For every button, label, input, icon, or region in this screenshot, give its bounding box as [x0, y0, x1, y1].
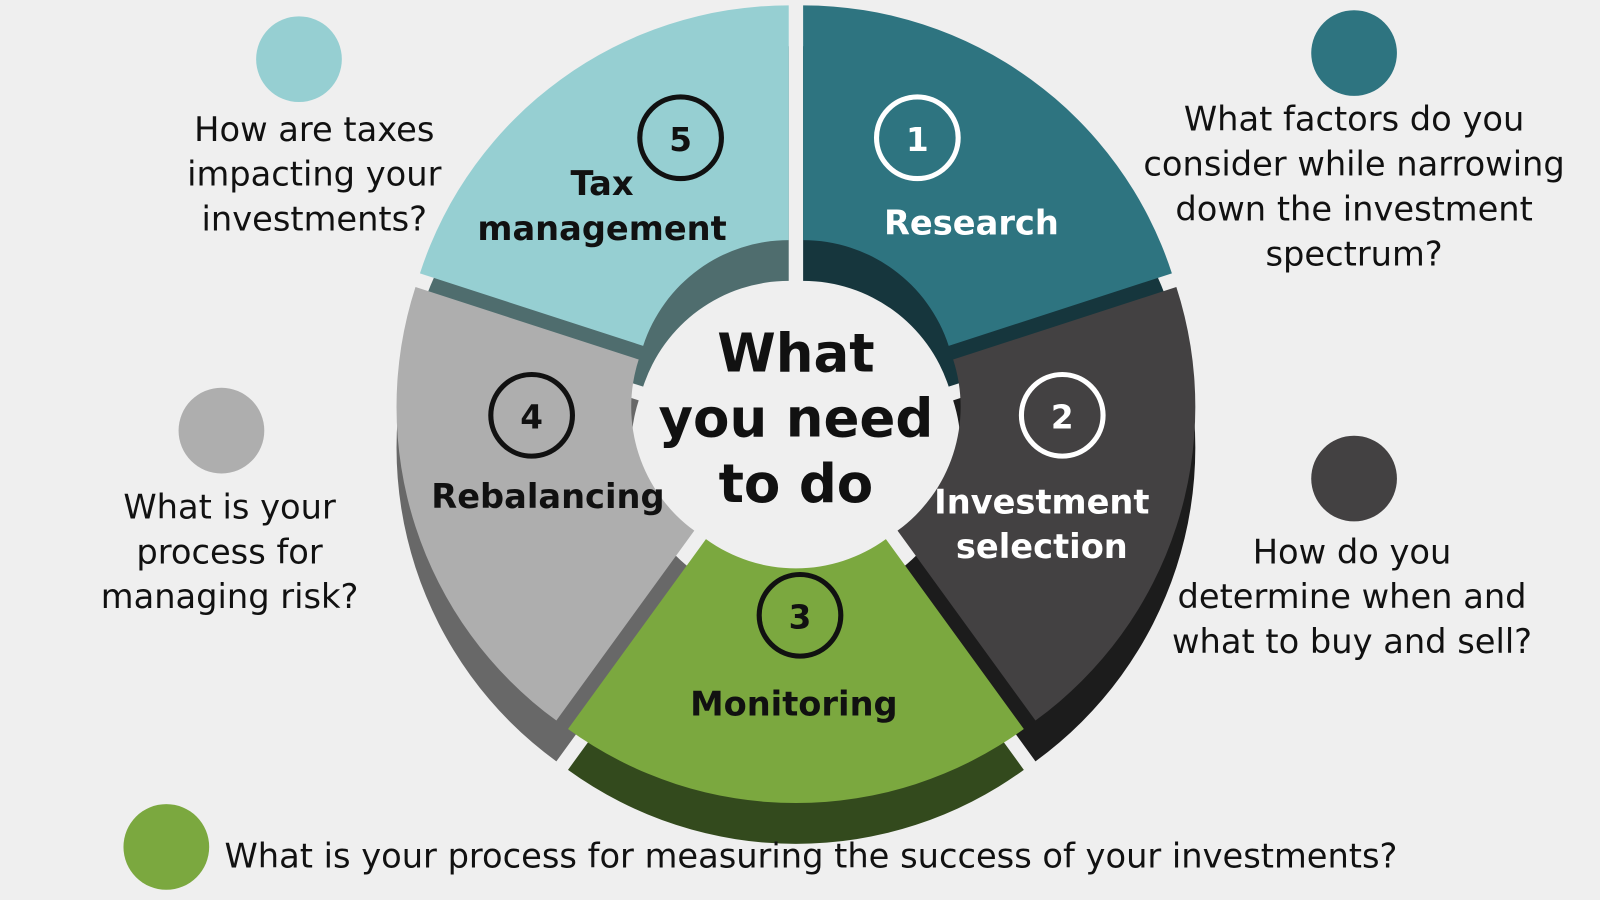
segment-monitoring: [568, 539, 1024, 804]
investment-selection-color-dot: [1311, 435, 1397, 522]
segment-research: [803, 5, 1172, 346]
step-number: 3: [789, 598, 812, 636]
step-number-badge: [488, 371, 575, 459]
center-title-line-1: What: [717, 322, 874, 384]
segment-tax-management: [419, 5, 789, 346]
question-line: determine when and: [1178, 577, 1527, 616]
step-number-badge: [873, 94, 961, 182]
question-line: impacting your: [187, 155, 441, 194]
question-line: what to buy and sell?: [1172, 622, 1532, 661]
step-label-line-2: selection: [956, 527, 1128, 566]
step-research: 1 Research: [873, 94, 1059, 243]
question-line: What factors do you: [1184, 100, 1524, 139]
question-line: How do you: [1253, 532, 1452, 571]
step-number: 1: [906, 121, 929, 159]
step-label-line-1: Tax: [571, 164, 634, 203]
question-rebalancing: What is your process for managing risk?: [101, 387, 359, 616]
segment-rebalancing: [396, 287, 695, 721]
segment-investment-selection: [897, 287, 1196, 721]
question-investment-selection: How do you determine when and what to bu…: [1172, 435, 1532, 661]
tax-management-color-dot: [256, 16, 342, 103]
question-tax-management: How are taxes impacting your investments…: [187, 16, 442, 239]
step-label: Rebalancing: [431, 477, 664, 516]
center-title-line-3: to do: [719, 453, 874, 515]
step-label-line-2: management: [477, 209, 726, 248]
question-research: What factors do you consider while narro…: [1143, 10, 1565, 273]
monitoring-color-dot: [123, 804, 210, 890]
step-rebalancing: 4 Rebalancing: [431, 371, 665, 516]
research-color-dot: [1311, 10, 1397, 96]
question-line: investments?: [202, 200, 427, 239]
question-monitoring: What is your process for measuring the s…: [123, 804, 1397, 890]
question-line: process for: [136, 532, 322, 571]
step-number-badge: [637, 94, 724, 182]
step-label: Research: [884, 204, 1059, 243]
question-line: How are taxes: [194, 110, 434, 149]
step-label: Monitoring: [690, 684, 898, 723]
step-label-line-1: Investment: [934, 482, 1149, 521]
question-line: What is your process for measuring the s…: [224, 836, 1397, 875]
question-line: spectrum?: [1266, 234, 1443, 273]
center-title-line-2: you need: [658, 388, 933, 450]
step-tax-management: 5 Tax management: [477, 94, 727, 248]
question-line: consider while narrowing: [1143, 145, 1564, 184]
step-number-badge: [1018, 371, 1106, 459]
step-number: 5: [669, 121, 692, 159]
step-number: 2: [1051, 398, 1074, 436]
step-number-badge: [756, 571, 844, 659]
rebalancing-color-dot: [178, 387, 265, 474]
step-investment-selection: 2 Investment selection: [934, 371, 1150, 566]
step-monitoring: 3 Monitoring: [690, 571, 898, 723]
step-number: 4: [520, 398, 543, 436]
question-line: What is your: [123, 487, 336, 526]
question-line: down the investment: [1175, 189, 1533, 228]
question-line: managing risk?: [101, 577, 359, 616]
